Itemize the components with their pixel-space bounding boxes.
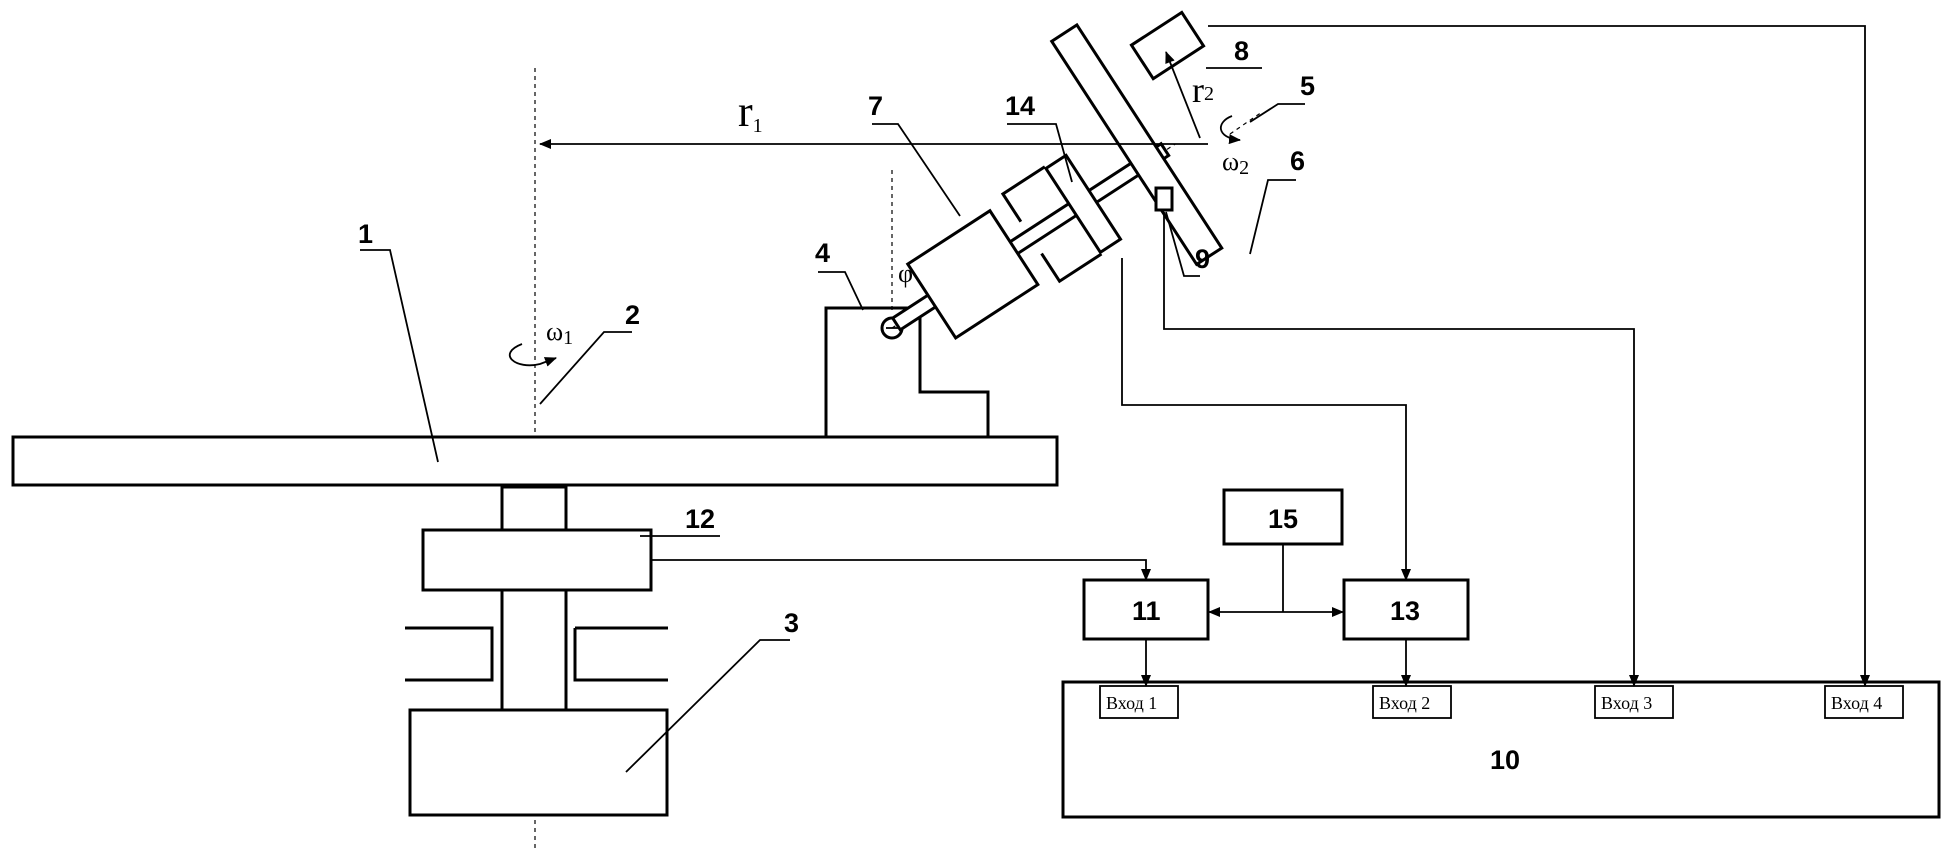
motor-7 [905, 208, 1040, 340]
omega2-symbol: ω2 [1222, 147, 1249, 179]
label-15: 15 [1268, 504, 1298, 534]
label-11: 11 [1132, 596, 1161, 626]
leader-1 [360, 249, 439, 463]
block-11 [1082, 578, 1210, 641]
bracket-4 [824, 306, 990, 439]
r2-arrow [1165, 51, 1201, 139]
label-1: 1 [358, 219, 373, 249]
leader-4 [818, 271, 864, 311]
sensor-9 [1154, 186, 1174, 212]
label-2: 2 [625, 300, 640, 330]
input-box-2 [1372, 685, 1452, 719]
motor-3 [408, 708, 669, 817]
shaft-upper [500, 485, 568, 532]
label-10: 10 [1490, 745, 1520, 775]
omega1-symbol: ω1 [546, 317, 573, 349]
axis-5-line [1229, 111, 1263, 135]
wire-8-to-input4 [1208, 25, 1870, 687]
label-3: 3 [784, 608, 799, 638]
block-8 [1129, 10, 1206, 81]
block-12 [421, 528, 653, 592]
shaft-lower [500, 588, 568, 712]
disk-14 [1043, 153, 1123, 255]
wire-9-to-input3 [1163, 212, 1639, 687]
leader-5 [1249, 103, 1305, 123]
input-label-2: Вход 2 [1379, 693, 1430, 713]
block-13 [1342, 578, 1470, 641]
block-15 [1222, 488, 1344, 546]
block-10 [1061, 680, 1941, 819]
label-12: 12 [685, 504, 715, 534]
leader-9 [1165, 211, 1200, 277]
omega1-arrow [508, 343, 557, 367]
r1-symbol: r1 [738, 87, 763, 137]
r2-symbol: r2 [1192, 70, 1214, 110]
input-box-1 [1099, 685, 1179, 719]
label-4: 4 [815, 238, 830, 268]
label-6: 6 [1290, 146, 1305, 176]
label-7: 7 [868, 91, 883, 121]
wire-14-to-13 [1121, 258, 1411, 581]
label-13: 13 [1390, 596, 1420, 626]
rotating-table-1 [11, 435, 1059, 487]
label-8: 8 [1234, 36, 1249, 66]
bearing-upper [1000, 165, 1103, 284]
label-14: 14 [1005, 91, 1035, 121]
leader-14 [1007, 123, 1073, 183]
label-9: 9 [1195, 244, 1210, 274]
bearing-lower [405, 626, 668, 682]
omega2-arrow [1220, 115, 1241, 145]
wire-12-to-11 [651, 559, 1151, 581]
input-label-4: Вход 4 [1831, 693, 1882, 713]
input-label-1: Вход 1 [1106, 693, 1157, 713]
tilted-assembly [890, 141, 1176, 340]
phi-symbol: φ [898, 259, 913, 288]
leader-3 [625, 639, 790, 773]
label-5: 5 [1300, 71, 1315, 101]
leader-7 [872, 123, 961, 217]
input-label-3: Вход 3 [1601, 693, 1652, 713]
leader-6 [1249, 179, 1296, 255]
leader-2 [539, 331, 632, 405]
